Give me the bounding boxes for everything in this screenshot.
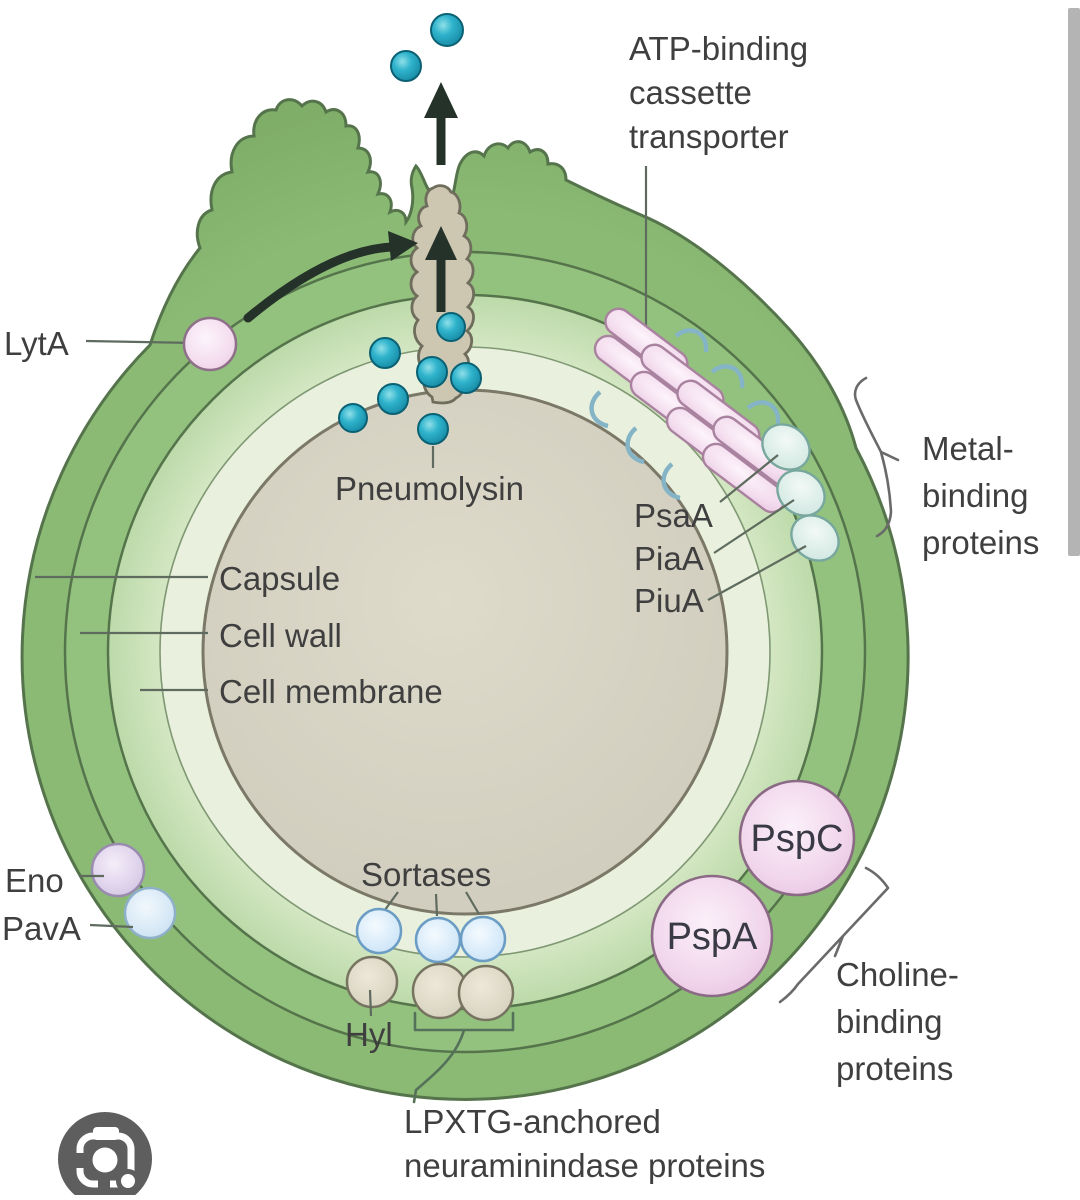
pneumolysin-dot (450, 362, 482, 394)
pneumolysin-dot (338, 403, 368, 433)
psaa-pointer (719, 454, 779, 503)
pneumolysin-dot (390, 50, 422, 82)
label-pneumolysin: Pneumolysin (335, 470, 524, 507)
pneumolysin-dot (436, 312, 466, 342)
camera-lens (92, 1147, 118, 1173)
label-piua: PiuA (634, 582, 704, 619)
pneumolysin-dot (416, 356, 448, 388)
label-atp-line1: ATP-binding (629, 30, 808, 67)
label-metal-line1: Metal- (922, 430, 1014, 467)
pneumolysin-dot (377, 383, 409, 415)
pspc-protein (738, 779, 856, 897)
sortase-pointer (434, 893, 439, 917)
neuraminidase-proteins (345, 955, 515, 1022)
transporter-loop (710, 364, 745, 389)
piaa-pointer (713, 499, 795, 554)
scrollbar-thumb[interactable] (1068, 8, 1080, 556)
label-lyta: LytA (4, 325, 69, 362)
pneumolysin-dot (417, 413, 449, 445)
transporter-loop (661, 462, 681, 501)
camera-lens-button[interactable] (58, 1112, 152, 1200)
label-choline-line2: binding (836, 1003, 942, 1040)
label-metal-line3: proteins (922, 524, 1039, 561)
label-psaa: PsaA (634, 497, 713, 534)
transporter-loop (674, 328, 709, 353)
label-metal-line2: binding (922, 477, 1028, 514)
pneumolysin-dots (338, 13, 482, 445)
hyl-pointer (368, 989, 373, 1017)
abc-transporter (589, 307, 797, 514)
transporter-loops (589, 328, 781, 501)
label-cell-membrane: Cell membrane (219, 673, 443, 710)
sortase-proteins (355, 907, 507, 964)
label-eno: Eno (5, 862, 64, 899)
label-choline-line3: proteins (836, 1050, 953, 1087)
label-sortases: Sortases (361, 856, 491, 893)
sortase-pointer (465, 891, 480, 915)
label-lpxtg-line1: LPXTG-anchored (404, 1103, 661, 1140)
transporter-loop (746, 400, 781, 425)
label-cell-wall: Cell wall (219, 617, 342, 654)
lyta-protein (182, 316, 238, 372)
arrow-up-channel (425, 226, 457, 312)
sortase-protein (414, 916, 462, 964)
piua-pointer (707, 545, 807, 601)
metal-binding-bracket (853, 376, 900, 538)
label-piaa: PiaA (634, 540, 704, 577)
label-atp-line2: cassette (629, 74, 752, 111)
lyta-pointer (85, 339, 197, 345)
arrow-up-outer (424, 82, 458, 165)
neuraminidase-protein (345, 955, 399, 1009)
label-atp-line3: transporter (629, 118, 789, 155)
transporter-loop (589, 390, 609, 429)
eno-protein (90, 842, 146, 898)
arrow-curved (243, 231, 418, 323)
label-pava: PavA (2, 910, 81, 947)
sortase-protein (459, 915, 507, 963)
neuraminidase-protein (457, 964, 515, 1022)
transporter-loop (625, 426, 645, 465)
pneumolysin-dot (369, 337, 401, 369)
label-capsule: Capsule (219, 560, 340, 597)
label-hyl: Hyl (345, 1016, 393, 1053)
label-pspa: PspA (667, 916, 758, 958)
sortase-protein (355, 907, 403, 955)
camera-lens-dot (121, 1174, 135, 1188)
pava-pointer (89, 923, 134, 929)
choline-bracket (778, 866, 890, 1004)
label-choline-line1: Choline- (836, 956, 959, 993)
camera-icon (74, 1127, 140, 1193)
label-pspc: PspC (751, 818, 844, 860)
pspa-protein (650, 874, 774, 998)
metal-binding-protein (790, 514, 840, 562)
pava-protein (123, 886, 177, 940)
lpxtg-bracket (412, 1011, 515, 1104)
label-lpxtg-line2: neuraminindase proteins (404, 1147, 765, 1184)
pneumolysin-dot (430, 13, 464, 47)
